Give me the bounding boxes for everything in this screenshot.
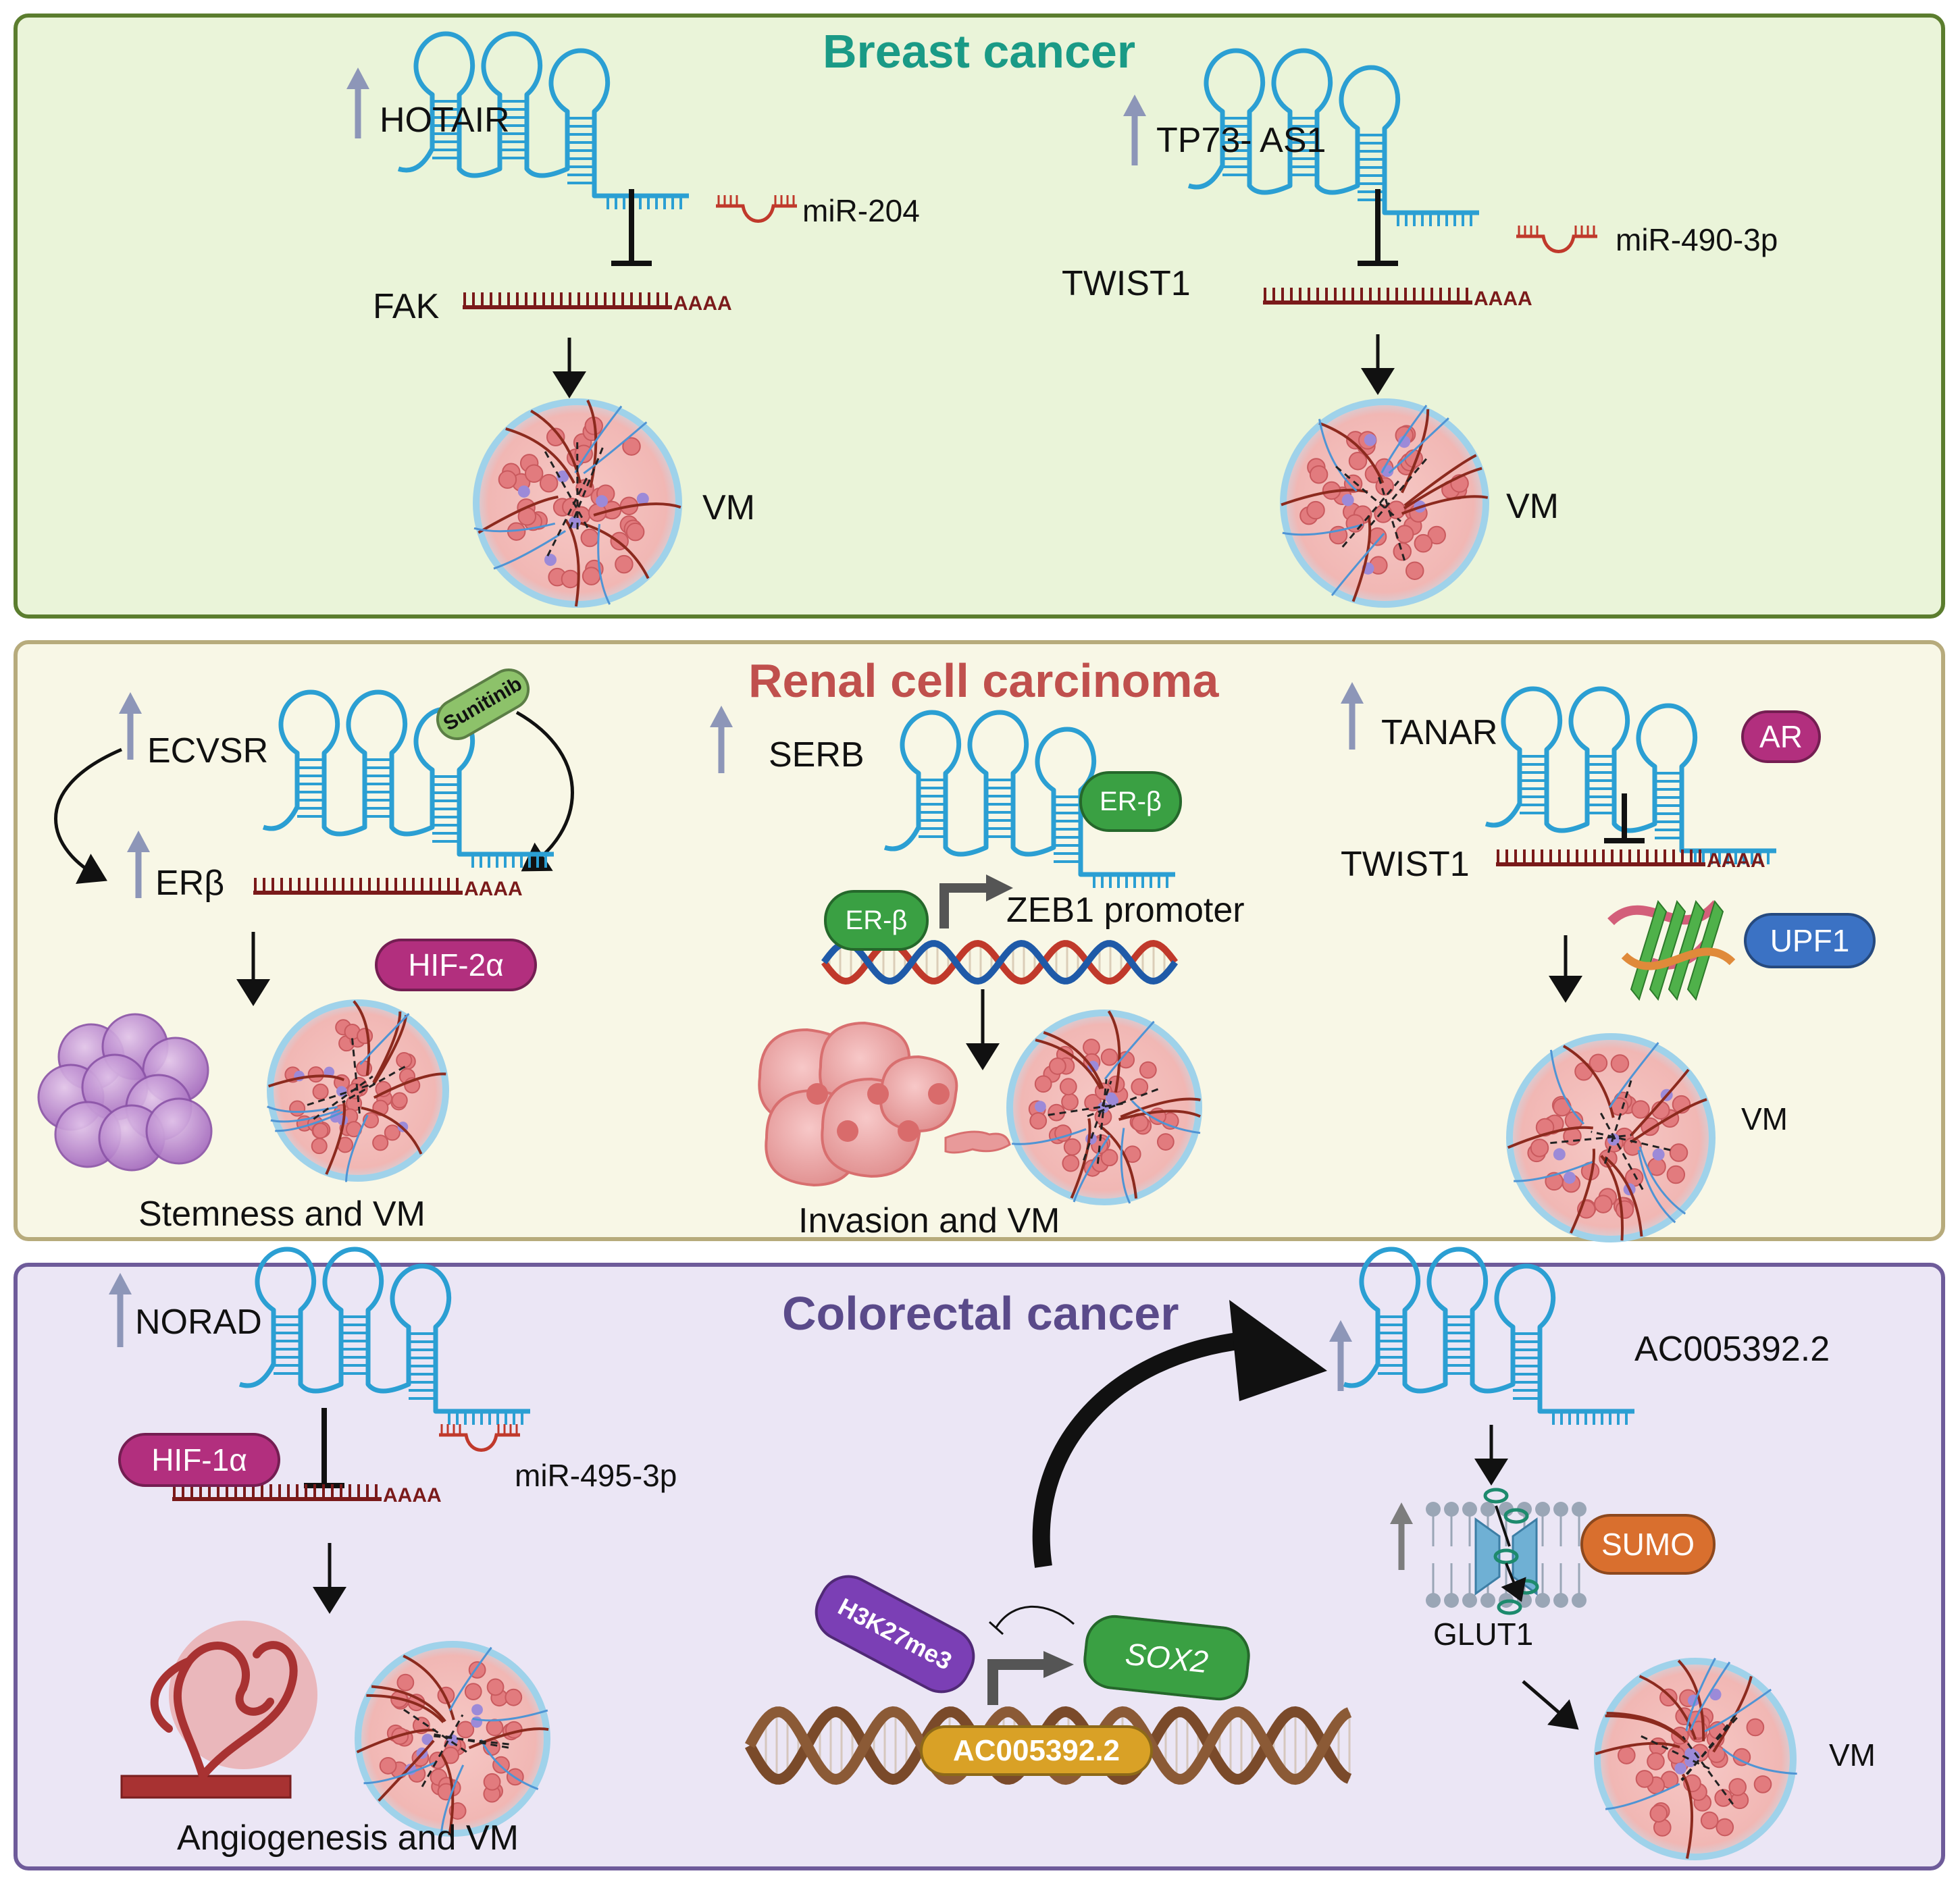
svg-text:AAAA: AAAA: [1474, 288, 1532, 310]
vm-label: VM: [1741, 1101, 1788, 1136]
ar-badge: AR: [1741, 710, 1821, 763]
vm-tumor-icon: [1280, 398, 1489, 608]
mir-490-3p-label: miR-490-3p: [1616, 222, 1778, 257]
upregulation-arrow-icon: [1341, 682, 1364, 750]
vm-label: VM: [702, 488, 755, 527]
er-beta-label: ERβ: [155, 864, 225, 903]
vm-label: VM: [1506, 487, 1559, 526]
feedback-arrow-left: [54, 748, 122, 884]
renal-cell-carcinoma-title: Renal cell carcinoma: [748, 654, 1219, 707]
ac005392-lncrna-structure: [1343, 1247, 1634, 1425]
hotair-lncrna-structure: [397, 31, 689, 209]
vm-tumor-icon: [473, 398, 682, 608]
serb-lncrna-structure: [883, 710, 1175, 888]
ac005392-label: AC005392.2: [1634, 1330, 1830, 1369]
invasion-and-vm-label: Invasion and VM: [798, 1201, 1060, 1240]
feedback-arrow-right: [515, 710, 574, 872]
upregulation-arrow-icon: [109, 1273, 132, 1347]
svg-text:AAAA: AAAA: [464, 878, 523, 900]
glut1-label: GLUT1: [1433, 1617, 1534, 1652]
hif-1a-mrna-strand: AAAA: [172, 1484, 442, 1507]
svg-text:AAAA: AAAA: [383, 1484, 442, 1507]
mir-204-label: miR-204: [802, 193, 920, 228]
breast-cancer-title: Breast cancer: [823, 25, 1136, 78]
upregulation-arrow-icon: [1123, 95, 1146, 165]
transcription-arrowhead: [986, 874, 1013, 901]
ecvsr-lncrna-structure: [262, 689, 554, 868]
ac005392-gene-badge: AC005392.2: [920, 1725, 1153, 1776]
er-beta-mrna-strand: AAAA: [253, 878, 523, 900]
mir-495-3p-strand: [439, 1424, 520, 1452]
hif-2a-badge: HIF-2α: [375, 939, 537, 991]
serb-label: SERB: [769, 735, 865, 775]
sox2-activation-arrow: [987, 1659, 1047, 1705]
inhibition-arrow-hotair: [611, 189, 652, 266]
angiogenesis-and-vm-label: Angiogenesis and VM: [177, 1818, 519, 1858]
norad-lncrna-structure: [238, 1247, 530, 1425]
h3k27me3-inhibition: [988, 1605, 1075, 1635]
tanar-lncrna-structure: [1485, 686, 1776, 864]
stemness-and-vm-label: Stemness and VM: [138, 1195, 425, 1234]
sumo-badge: SUMO: [1580, 1514, 1716, 1575]
svg-text:AAAA: AAAA: [673, 292, 732, 315]
hif-1a-badge: HIF-1α: [118, 1433, 280, 1487]
sox2-arrowhead: [1043, 1651, 1074, 1678]
upregulation-arrow-icon: [1390, 1502, 1413, 1570]
fak-label: FAK: [373, 287, 440, 326]
big-arrowhead: [1229, 1300, 1327, 1401]
er-beta-promoter-badge: ER-β: [824, 890, 929, 951]
upf1-protein-ribbon-icon: [1607, 899, 1736, 1001]
inhibition-arrow-tp73: [1358, 189, 1398, 266]
er-beta-protein-badge: ER-β: [1079, 771, 1182, 832]
vm-tumor-icon: [355, 1641, 550, 1838]
arrow-glut1-to-vm: [1522, 1680, 1579, 1730]
glut1-membrane-transporter-icon: [1426, 1488, 1587, 1613]
invasive-cells-icon: [758, 1021, 1011, 1187]
upf1-badge: UPF1: [1744, 913, 1876, 968]
breast-cancer-panel: [14, 14, 1945, 619]
big-upregulation-arrow: [1032, 1332, 1244, 1568]
angiogenesis-vessel-icon: [120, 1621, 317, 1799]
tp73-as1-label: TP73- AS1: [1156, 121, 1326, 160]
zeb1-promoter-label: ZEB1 promoter: [1006, 891, 1245, 930]
ecvsr-label: ECVSR: [147, 731, 269, 770]
svg-text:AAAA: AAAA: [1707, 849, 1765, 872]
twist1-mrna-strand: AAAA: [1263, 288, 1532, 310]
vm-label: VM: [1829, 1737, 1876, 1773]
inhibition-arrow-tanar: [1604, 793, 1645, 843]
mir-204-strand: [716, 195, 797, 223]
norad-label: NORAD: [135, 1303, 262, 1342]
vm-tumor-icon: [1594, 1657, 1797, 1860]
tanar-label: TANAR: [1381, 713, 1498, 752]
mir-490-3p-strand: [1516, 226, 1597, 253]
vm-tumor-icon: [1506, 1033, 1716, 1242]
tp73-as1-lncrna-structure: [1187, 48, 1479, 226]
mir-495-3p-label: miR-495-3p: [515, 1458, 677, 1493]
upregulation-arrow-icon: [127, 831, 150, 898]
upregulation-arrow-icon: [119, 692, 142, 760]
upregulation-arrow-icon: [346, 68, 369, 138]
colorectal-cancer-title: Colorectal cancer: [782, 1287, 1179, 1340]
dna-helix-zeb1: [821, 939, 1179, 985]
upregulation-arrow-icon: [710, 706, 733, 773]
twist1-label: TWIST1: [1062, 264, 1191, 303]
transcription-start-arrow: [939, 883, 989, 928]
vm-tumor-icon: [267, 999, 449, 1182]
upregulation-arrow-icon: [1329, 1320, 1352, 1391]
fak-mrna-strand: AAAA: [463, 292, 732, 315]
vm-tumor-icon: [1006, 1010, 1202, 1205]
twist1-mrna-strand: AAAA: [1496, 849, 1765, 872]
inhibition-arrow-norad: [304, 1408, 344, 1488]
twist1-label: TWIST1: [1341, 845, 1470, 884]
hotair-label: HOTAIR: [380, 101, 510, 140]
stem-cell-cluster-icon: [37, 1013, 213, 1172]
